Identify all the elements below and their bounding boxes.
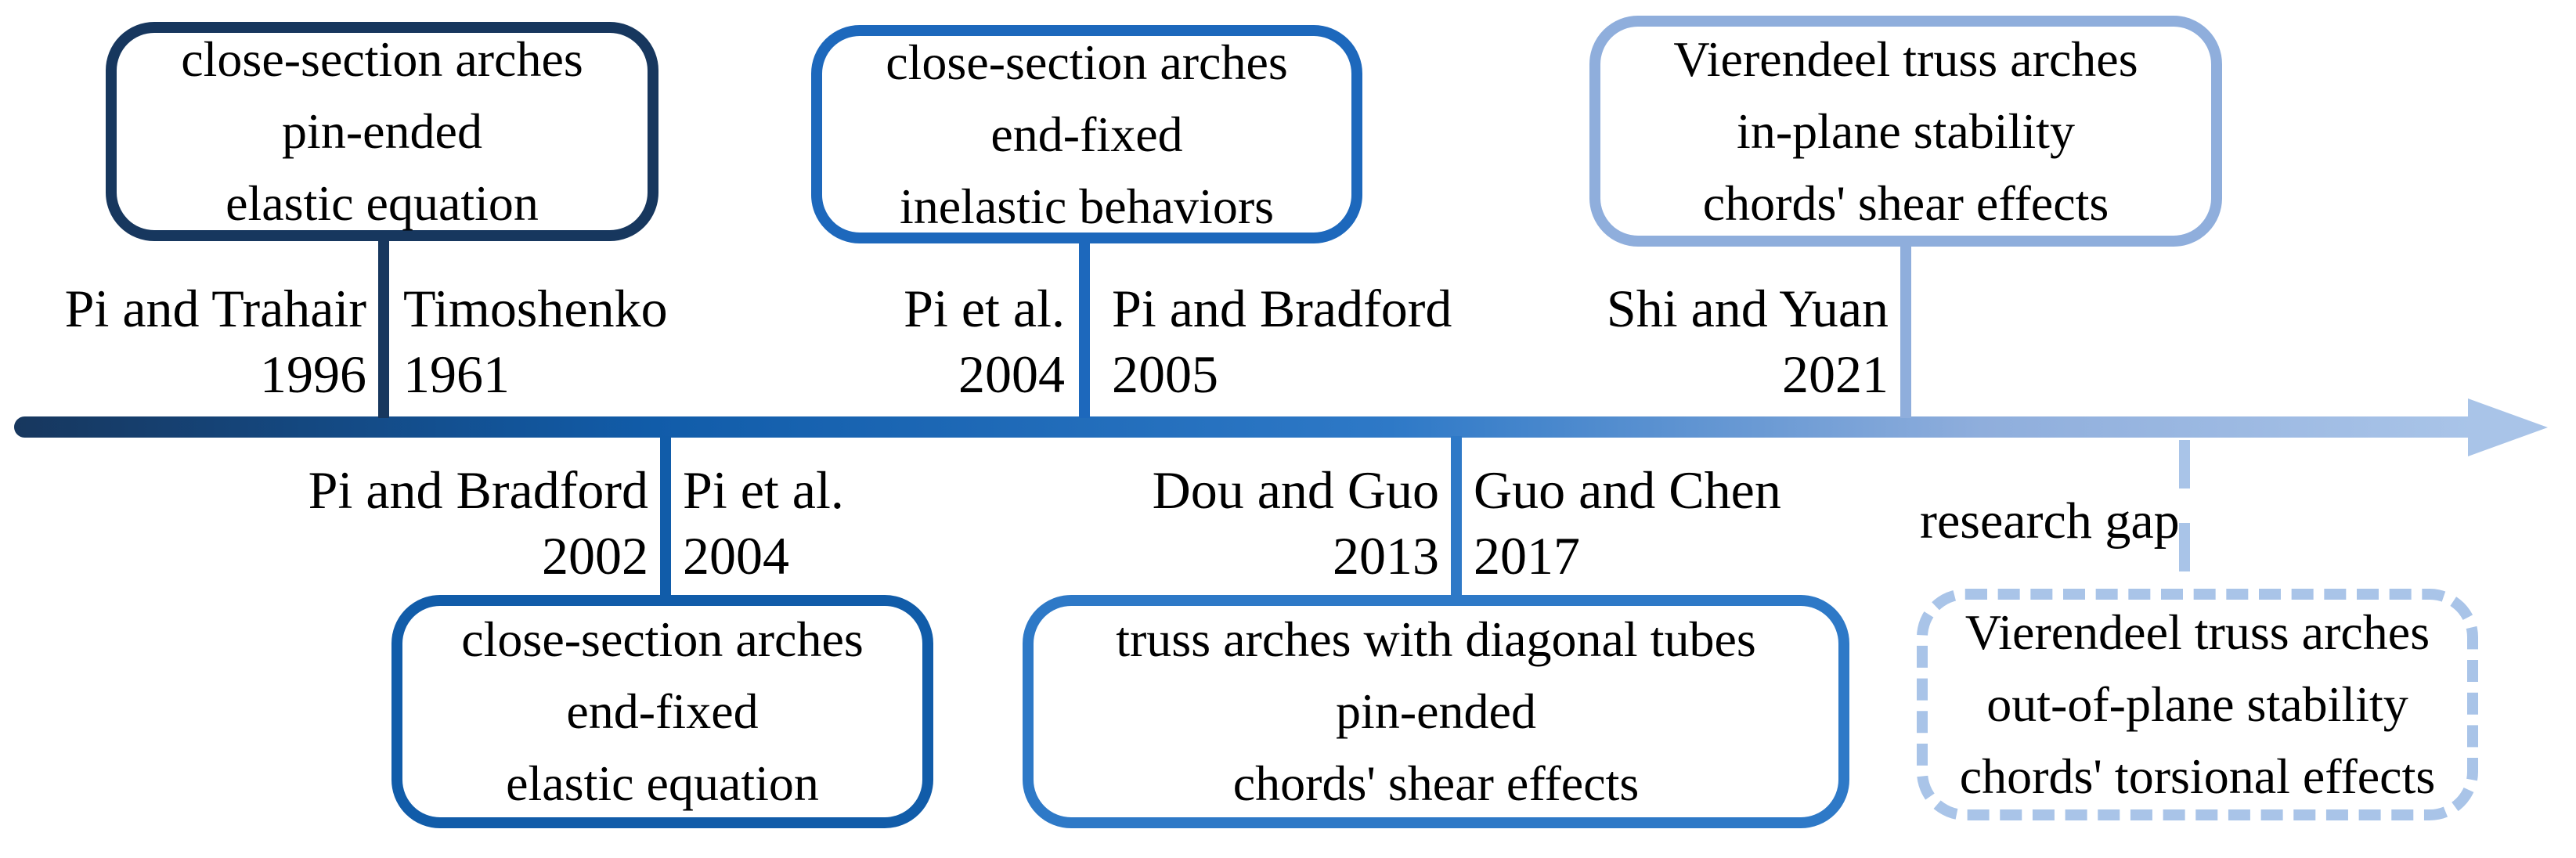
box-text-line: close-section arches [886, 34, 1288, 90]
box-text-line: chords' shear effects [1232, 755, 1640, 811]
connector-pi-bradford-2002-line [660, 436, 671, 599]
box-text-line: close-section arches [181, 31, 583, 87]
box-text-line: elastic equation [506, 755, 819, 811]
connector-pi-etal-2004-line [1079, 236, 1090, 418]
box-text-line: inelastic behaviors [899, 178, 1275, 234]
box-text-line: elastic equation [225, 175, 539, 231]
event-box-top-middle: close-section arches end-fixed inelastic… [811, 25, 1362, 243]
box-text-line: Vierendeel truss arches [1673, 31, 2138, 87]
timeline-axis [14, 416, 2473, 438]
arrow-right-icon [2468, 398, 2548, 456]
connector-pi-trahair-line [378, 233, 389, 418]
author-year: 2013 [1333, 526, 1439, 586]
box-text-line: Vierendeel truss arches [1964, 604, 2430, 660]
label-dou-guo: Dou and Guo 2013 [1095, 457, 1439, 589]
author-name: Pi and Trahair [64, 279, 366, 338]
author-name: Shi and Yuan [1606, 279, 1889, 338]
author-name: Pi and Bradford [308, 460, 648, 520]
research-gap-label: research gap [1920, 492, 2180, 550]
label-pi-etal-2004-top: Pi et al. 2004 [783, 276, 1065, 407]
author-name: Timoshenko [403, 279, 668, 338]
author-name: Dou and Guo [1152, 460, 1439, 520]
author-year: 1961 [403, 344, 510, 404]
author-year: 1996 [260, 344, 366, 404]
label-shi-yuan: Shi and Yuan 2021 [1550, 276, 1889, 407]
event-box-bottom-left: close-section arches end-fixed elastic e… [391, 595, 933, 828]
box-text-line: chords' shear effects [1702, 175, 2109, 231]
box-text-line: pin-ended [1336, 683, 1536, 739]
research-gap-box: Vierendeel truss arches out-of-plane sta… [1917, 589, 2478, 820]
author-year: 2005 [1112, 344, 1218, 404]
author-name: Pi and Bradford [1112, 279, 1452, 338]
author-year: 2004 [683, 526, 789, 586]
box-text-line: end-fixed [566, 683, 759, 739]
label-pi-bradford-2002: Pi and Bradford 2002 [272, 457, 648, 589]
event-box-bottom-middle: truss arches with diagonal tubes pin-end… [1023, 595, 1849, 828]
box-text-line: pin-ended [282, 103, 482, 159]
label-pi-etal-2004-bottom: Pi et al. 2004 [683, 457, 965, 589]
connector-dou-guo-line [1451, 436, 1462, 599]
connector-research-gap-dashed-line [2179, 440, 2190, 593]
label-pi-trahair: Pi and Trahair 1996 [14, 276, 366, 407]
box-text-line: truss arches with diagonal tubes [1116, 611, 1756, 667]
box-text-line: chords' torsional effects [1959, 748, 2436, 804]
box-text-line: out-of-plane stability [1986, 676, 2408, 732]
event-box-top-right: Vierendeel truss arches in-plane stabili… [1589, 16, 2222, 247]
author-name: Guo and Chen [1474, 460, 1781, 520]
label-guo-chen: Guo and Chen 2017 [1474, 457, 1912, 589]
box-text-line: in-plane stability [1737, 103, 2075, 159]
author-name: Pi et al. [904, 279, 1065, 338]
label-timoshenko: Timoshenko 1961 [403, 276, 873, 407]
connector-shi-yuan-line [1900, 240, 1911, 418]
event-box-top-left: close-section arches pin-ended elastic e… [106, 22, 658, 241]
author-year: 2002 [542, 526, 648, 586]
box-text-line: end-fixed [990, 106, 1183, 162]
label-pi-bradford-2005: Pi and Bradford 2005 [1112, 276, 1582, 407]
author-year: 2017 [1474, 526, 1580, 586]
box-text-line: close-section arches [461, 611, 864, 667]
author-year: 2004 [958, 344, 1065, 404]
author-year: 2021 [1782, 344, 1889, 404]
author-name: Pi et al. [683, 460, 844, 520]
